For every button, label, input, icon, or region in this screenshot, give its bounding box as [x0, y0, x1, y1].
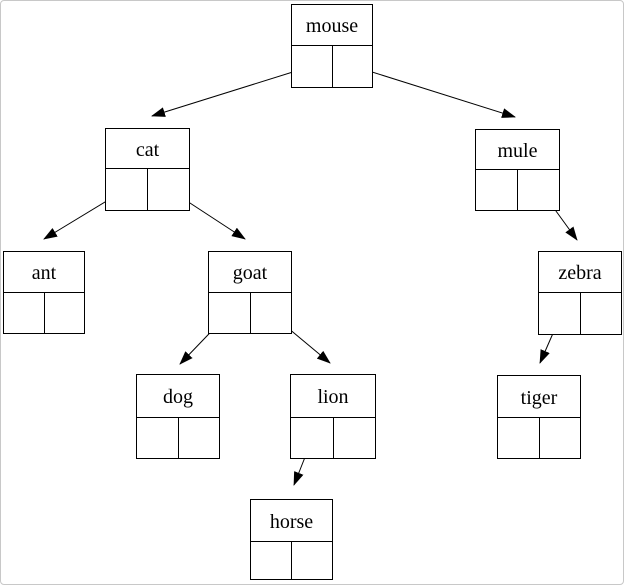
- tree-node-ant: ant: [3, 251, 85, 334]
- left-pointer-cell-cat: [106, 169, 148, 210]
- right-pointer-cell-goat: [251, 293, 292, 333]
- tree-node-dog: dog: [136, 374, 220, 459]
- right-pointer-cell-zebra: [581, 293, 622, 334]
- tree-node-horse: horse: [250, 499, 333, 580]
- node-pointer-cells-horse: [251, 542, 332, 579]
- node-label-horse: horse: [251, 500, 332, 542]
- node-pointer-cells-mouse: [292, 46, 372, 87]
- node-pointer-cells-cat: [106, 169, 189, 210]
- left-pointer-cell-horse: [251, 542, 292, 579]
- tree-node-cat: cat: [105, 128, 190, 211]
- node-label-cat: cat: [106, 129, 189, 169]
- right-pointer-cell-ant: [45, 293, 85, 333]
- left-pointer-cell-goat: [209, 293, 251, 333]
- tree-node-lion: lion: [290, 374, 376, 459]
- tree-node-mouse: mouse: [291, 4, 373, 88]
- node-pointer-cells-ant: [4, 293, 84, 333]
- right-pointer-cell-horse: [292, 542, 332, 579]
- left-pointer-cell-mule: [476, 170, 518, 210]
- node-pointer-cells-zebra: [539, 293, 621, 334]
- tree-node-zebra: zebra: [538, 251, 622, 335]
- tree-node-goat: goat: [208, 251, 292, 334]
- right-pointer-cell-lion: [334, 418, 376, 458]
- node-pointer-cells-tiger: [498, 418, 580, 458]
- arrow-mouse-right-to-mule: [352, 65, 516, 118]
- node-pointer-cells-mule: [476, 170, 559, 210]
- left-pointer-cell-ant: [4, 293, 45, 333]
- tree-node-tiger: tiger: [497, 375, 581, 459]
- arrow-mouse-left-to-cat: [151, 65, 313, 117]
- node-label-tiger: tiger: [498, 376, 580, 418]
- node-pointer-cells-goat: [209, 293, 291, 333]
- right-pointer-cell-dog: [179, 418, 220, 458]
- node-pointer-cells-dog: [137, 418, 219, 458]
- left-pointer-cell-tiger: [498, 418, 540, 458]
- node-label-mouse: mouse: [292, 5, 372, 46]
- tree-node-mule: mule: [475, 129, 560, 211]
- right-pointer-cell-cat: [148, 169, 189, 210]
- left-pointer-cell-dog: [137, 418, 179, 458]
- right-pointer-cell-mule: [518, 170, 559, 210]
- left-pointer-cell-mouse: [292, 46, 333, 87]
- node-label-lion: lion: [291, 375, 375, 418]
- node-label-goat: goat: [209, 252, 291, 293]
- node-label-dog: dog: [137, 375, 219, 418]
- right-pointer-cell-mouse: [333, 46, 373, 87]
- node-label-mule: mule: [476, 130, 559, 170]
- left-pointer-cell-zebra: [539, 293, 581, 334]
- node-pointer-cells-lion: [291, 418, 375, 458]
- right-pointer-cell-tiger: [540, 418, 581, 458]
- node-label-ant: ant: [4, 252, 84, 293]
- left-pointer-cell-lion: [291, 418, 334, 458]
- node-label-zebra: zebra: [539, 252, 621, 293]
